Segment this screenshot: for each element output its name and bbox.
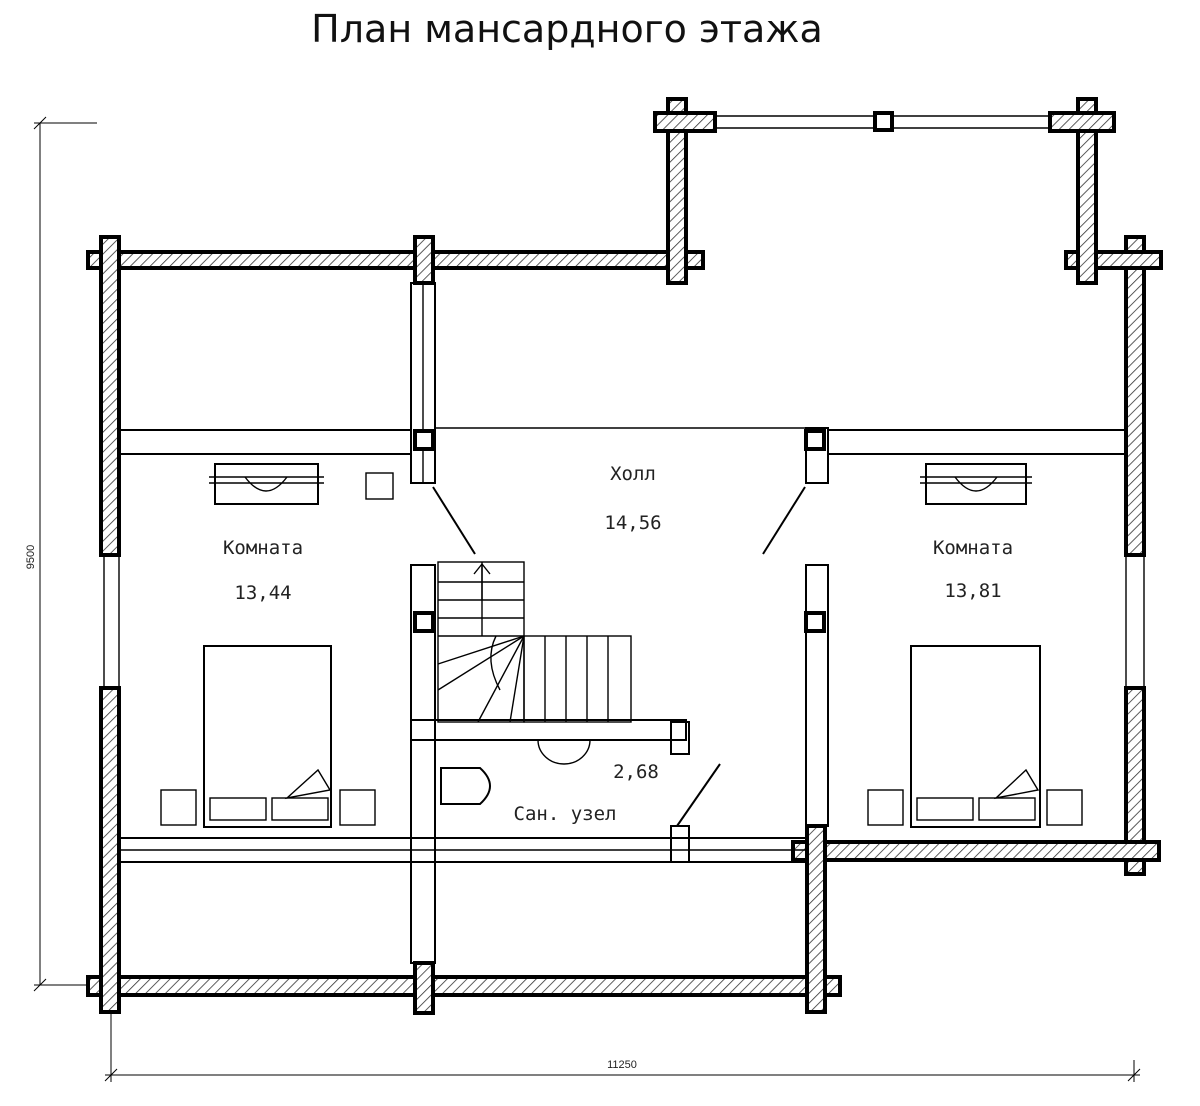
dimension-width: 11250: [607, 1059, 637, 1071]
right-room-furniture: [867, 463, 1083, 828]
door-swings: [432, 486, 806, 827]
interior-partitions: [118, 282, 1127, 964]
windows: [103, 555, 1145, 688]
room-bathroom: 2,68 Сан. узел: [514, 761, 659, 825]
room-hall: Холл 14,56: [604, 463, 661, 534]
room-area-left: 13,44: [234, 582, 291, 604]
room-right: Комната 13,81: [933, 537, 1013, 602]
interior-posts: [413, 429, 826, 633]
room-area-hall: 14,56: [604, 512, 661, 534]
bathroom-fixtures: [440, 739, 591, 805]
outer-walls: [86, 97, 1163, 1015]
plan-title: План мансардного этажа: [311, 7, 823, 51]
room-name-right: Комната: [933, 537, 1013, 559]
room-name-bathroom: Сан. узел: [514, 803, 617, 825]
room-area-right: 13,81: [944, 580, 1001, 602]
left-room-furniture: [160, 463, 394, 828]
dimension-height: 9500: [25, 545, 37, 569]
room-left: Комната 13,44: [223, 537, 303, 604]
room-area-bathroom: 2,68: [613, 761, 659, 783]
balcony-railing: [715, 111, 1050, 132]
staircase: [437, 561, 632, 723]
room-name-hall: Холл: [610, 463, 656, 485]
room-name-left: Комната: [223, 537, 303, 559]
